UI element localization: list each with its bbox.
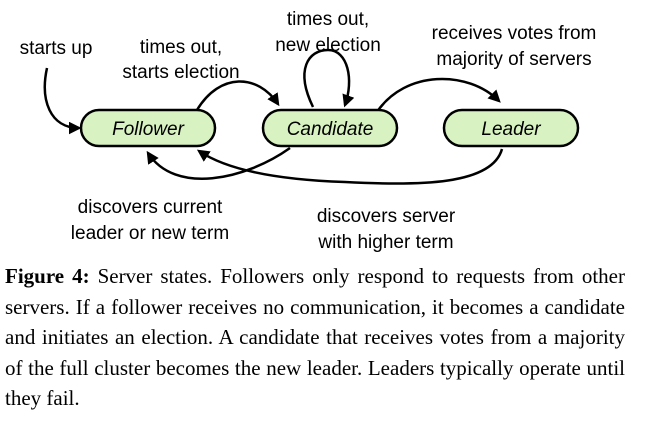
figure-caption: Figure 4: Server states. Followers only … bbox=[5, 261, 625, 414]
label-receives-votes-line2: majority of servers bbox=[436, 49, 591, 70]
figure-label: Figure 4: bbox=[5, 264, 90, 288]
label-starts-election: starts election bbox=[122, 62, 239, 83]
times-out-starts-election-arrow bbox=[195, 80, 280, 111]
state-candidate-label: Candidate bbox=[287, 119, 374, 140]
label-receives-votes-line1: receives votes from bbox=[432, 23, 597, 44]
label-discovers-server-line1: discovers server bbox=[317, 206, 456, 227]
label-starts-up: starts up bbox=[20, 38, 93, 59]
receives-votes-arrow bbox=[375, 77, 501, 113]
state-follower: Follower bbox=[79, 108, 217, 148]
discovers-higher-term-arrow bbox=[196, 148, 504, 185]
server-state-diagram: Follower Candidate Leader starts up time… bbox=[20, 9, 597, 253]
label-discovers-current-line1: discovers current bbox=[78, 197, 223, 218]
state-leader-label: Leader bbox=[481, 119, 541, 140]
label-times-out-line1: times out, bbox=[140, 37, 222, 58]
label-discovers-server-line2: with higher term bbox=[317, 232, 453, 253]
new-election-self-loop-arrow bbox=[303, 48, 355, 108]
label-discovers-current-line2: leader or new term bbox=[71, 223, 229, 244]
state-candidate: Candidate bbox=[261, 108, 399, 148]
discovers-current-leader-arrow bbox=[146, 146, 291, 180]
label-new-election-line1: times out, bbox=[287, 9, 369, 30]
state-leader: Leader bbox=[442, 108, 580, 148]
state-follower-label: Follower bbox=[112, 119, 184, 140]
label-new-election-line2: new election bbox=[275, 35, 381, 56]
caption-text: Server states. Followers only respond to… bbox=[5, 264, 626, 410]
starts-up-arrow bbox=[43, 67, 82, 135]
